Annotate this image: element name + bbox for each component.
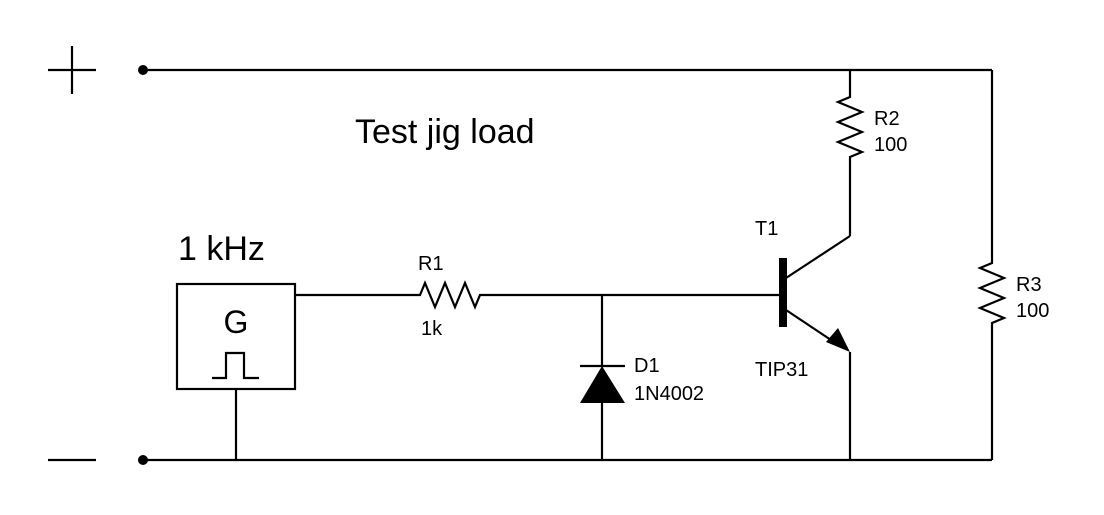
resistor-r1: [390, 280, 602, 310]
r2-ref-label: R2: [874, 108, 900, 130]
transistor-t1: [779, 160, 852, 460]
square-pulse-icon: [212, 351, 259, 380]
r1-value-label: 1k: [421, 318, 443, 340]
r2-value-label: 100: [874, 134, 907, 156]
generator-frequency-label: 1 kHz: [178, 230, 265, 268]
diagram-title: Test jig load: [355, 113, 535, 151]
d1-value-label: 1N4002: [634, 383, 704, 405]
t1-ref-label: T1: [755, 218, 778, 240]
d1-ref-label: D1: [634, 355, 660, 377]
resistor-r2: [835, 70, 865, 160]
t1-value-label: TIP31: [755, 359, 808, 381]
r3-value-label: 100: [1016, 300, 1049, 322]
r3-ref-label: R3: [1016, 274, 1042, 296]
r1-ref-label: R1: [418, 253, 444, 275]
generator-letter: G: [224, 304, 249, 340]
positive-terminal-symbol: [48, 46, 96, 94]
diode-d1: [580, 295, 625, 460]
resistor-r3: [977, 70, 1007, 460]
